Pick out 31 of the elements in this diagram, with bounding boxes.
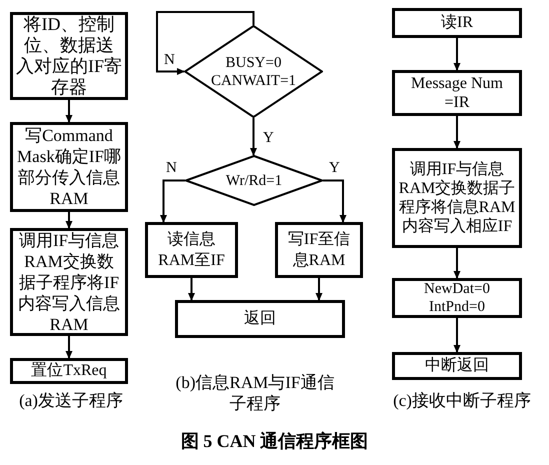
- arrow: [454, 318, 460, 353]
- arrow: [316, 278, 322, 301]
- process-box: 将ID、控制位、数据送入对应的IF寄存器: [10, 12, 128, 100]
- subfigure-caption: (b)信息RAM与IF通信子程序: [174, 372, 336, 414]
- arrow: [66, 100, 72, 123]
- process-box: 中断返回: [392, 352, 522, 380]
- arrow: [250, 118, 257, 156]
- arrow: [66, 336, 72, 359]
- process-box: 写IF至信息RAM: [275, 222, 363, 278]
- subfigure-caption: (a)发送子程序: [18, 390, 124, 411]
- arrow: [156, 11, 254, 75]
- process-box: 返回: [175, 300, 345, 338]
- process-box: 置位TxReq: [10, 358, 128, 384]
- condition-text: Wr/Rd=1: [224, 172, 284, 190]
- process-box: 调用IF与信息RAM交换数据子程序将IF内容写入信息RAM: [10, 228, 128, 336]
- process-box: NewDat=0 IntPnd=0: [392, 278, 522, 318]
- process-box: 写Command Mask确定IF哪部分传入信息RAM: [10, 122, 128, 212]
- process-box: 调用IF与信息RAM交换数据子程序将信息RAM内容写入相应IF: [392, 148, 522, 248]
- process-box: 读IR: [392, 8, 522, 38]
- arrow: [66, 212, 72, 229]
- process-box: Message Num =IR: [392, 70, 522, 116]
- arrow: [454, 116, 460, 149]
- arrow: [323, 180, 346, 223]
- subfigure-caption: (c)接收中断子程序: [392, 390, 532, 411]
- condition-text: BUSY=0 CANWAIT=1: [210, 54, 298, 90]
- arrow: [160, 180, 185, 223]
- arrow: [454, 248, 460, 279]
- arrow: [454, 38, 460, 71]
- process-box: 读信息RAM至IF: [145, 222, 238, 278]
- arrow: [188, 278, 195, 301]
- figure-caption: 图 5 CAN 通信程序框图: [180, 430, 370, 453]
